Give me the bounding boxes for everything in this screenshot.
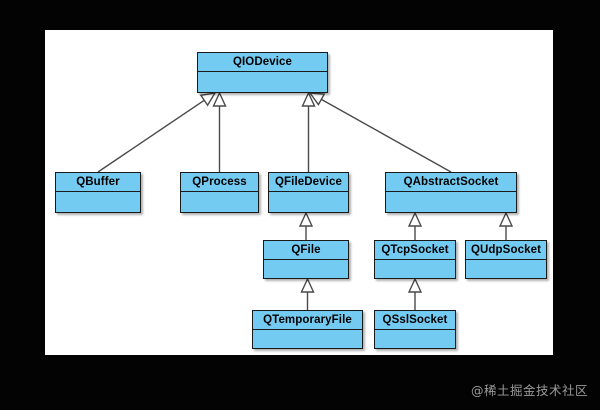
class-box-qtcpsocket[interactable]: QTcpSocket <box>374 240 456 279</box>
class-members-compartment <box>198 72 327 92</box>
watermark-label: @稀土掘金技术社区 <box>470 383 588 398</box>
class-box-qsslsocket[interactable]: QSslSocket <box>374 310 456 349</box>
generalization-arrow-qfiledevice-to-qiodevice <box>301 91 316 172</box>
class-name-label: QBuffer <box>56 173 140 192</box>
class-name-label: QAbstractSocket <box>386 173 516 192</box>
class-box-qtemporaryfile[interactable]: QTemporaryFile <box>252 310 363 349</box>
class-box-qabstractsocket[interactable]: QAbstractSocket <box>385 172 517 213</box>
inheritance-triangle-icon <box>300 277 315 293</box>
generalization-arrow-qtcpsocket-to-qabstractsocket <box>407 211 423 240</box>
inheritance-triangle-icon <box>498 211 514 227</box>
class-members-compartment <box>375 260 455 278</box>
inheritance-triangle-icon <box>301 91 316 107</box>
class-name-label: QIODevice <box>198 53 327 72</box>
generalization-arrow-qabstractsocket-to-qiodevice <box>308 92 452 173</box>
inheritance-triangle-icon <box>308 92 326 106</box>
class-members-compartment <box>264 260 348 278</box>
class-name-label: QUdpSocket <box>466 241 546 260</box>
inheritance-triangle-icon <box>407 277 423 293</box>
connector-line <box>320 98 452 173</box>
generalization-arrow-qudpsocket-to-qabstractsocket <box>498 211 514 240</box>
generalization-arrow-qbuffer-to-qiodevice <box>97 92 217 173</box>
class-box-qprocess[interactable]: QProcess <box>180 172 259 213</box>
class-name-label: QTcpSocket <box>375 241 455 260</box>
class-name-label: QFileDevice <box>269 173 348 192</box>
class-box-qiodevice[interactable]: QIODevice <box>197 52 328 93</box>
generalization-arrow-qsslsocket-to-qtcpsocket <box>407 277 423 310</box>
inheritance-triangle-icon <box>212 91 227 107</box>
class-name-label: QTemporaryFile <box>253 311 362 330</box>
class-name-label: QSslSocket <box>375 311 455 330</box>
class-members-compartment <box>56 192 140 212</box>
generalization-arrow-qprocess-to-qiodevice <box>212 91 227 172</box>
class-members-compartment <box>466 260 546 278</box>
inheritance-triangle-icon <box>407 211 423 227</box>
connector-layer <box>97 91 514 310</box>
class-box-qfile[interactable]: QFile <box>263 240 349 279</box>
class-box-qudpsocket[interactable]: QUdpSocket <box>465 240 547 279</box>
class-members-compartment <box>269 192 348 212</box>
class-box-qfiledevice[interactable]: QFileDevice <box>268 172 349 213</box>
class-box-qbuffer[interactable]: QBuffer <box>55 172 141 213</box>
generalization-arrow-qfile-to-qfiledevice <box>298 211 314 240</box>
generalization-arrow-qtemporaryfile-to-qfile <box>300 277 315 310</box>
inheritance-triangle-icon <box>199 92 217 107</box>
class-name-label: QProcess <box>181 173 258 192</box>
class-members-compartment <box>386 192 516 212</box>
class-name-label: QFile <box>264 241 348 260</box>
inheritance-triangle-icon <box>298 211 314 227</box>
class-members-compartment <box>375 330 455 348</box>
class-members-compartment <box>253 330 362 348</box>
class-members-compartment <box>181 192 258 212</box>
connector-line <box>97 99 205 173</box>
